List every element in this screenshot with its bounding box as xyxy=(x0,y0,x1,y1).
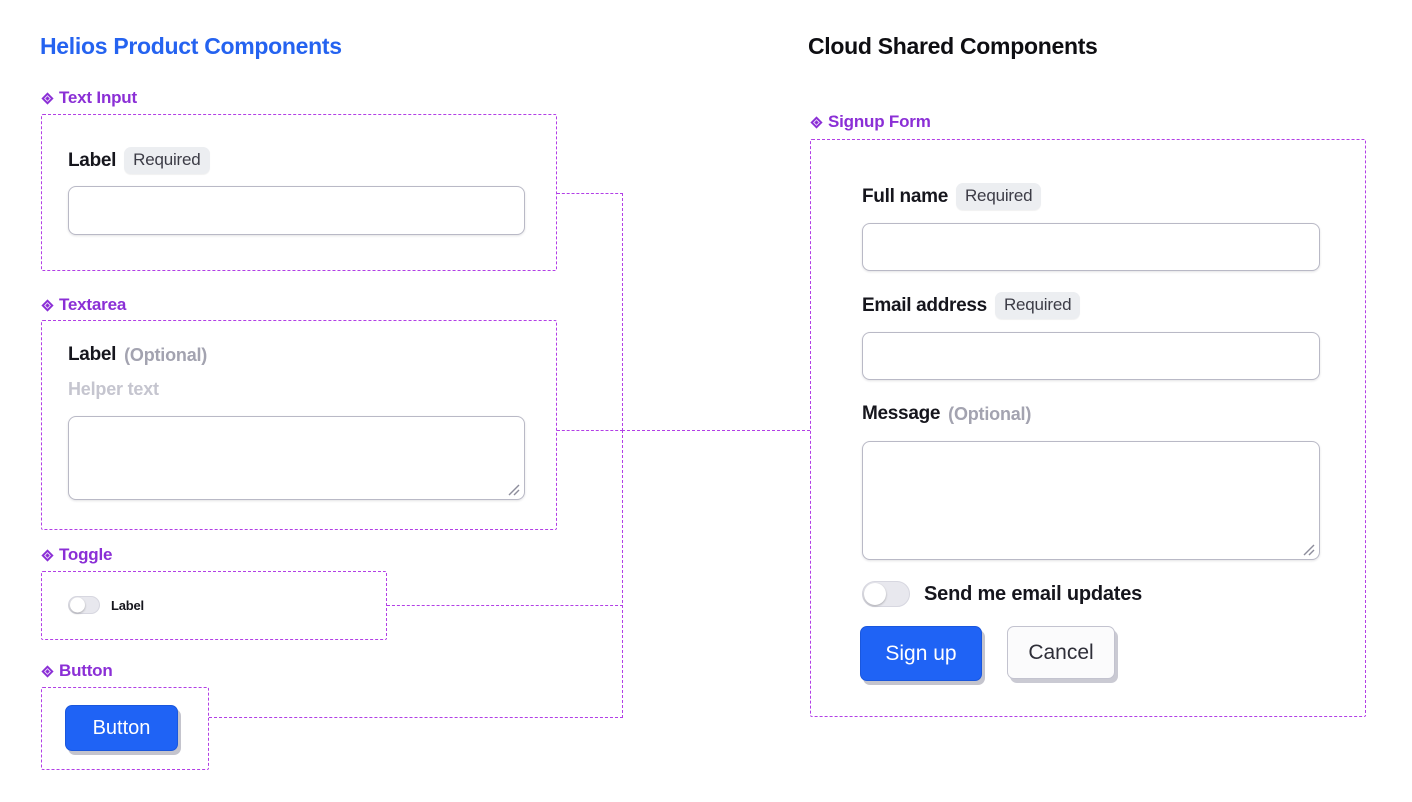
helper-text: Helper text xyxy=(68,379,159,399)
component-frame-signup-form xyxy=(810,139,1366,717)
field-label-row-email: Email address Required xyxy=(862,292,1081,319)
group-heading-button: Button xyxy=(41,661,113,681)
toggle-switch-email-updates[interactable] xyxy=(862,581,910,607)
connector-textarea-h xyxy=(557,430,623,431)
group-heading-label: Signup Form xyxy=(828,112,931,131)
connector-trunk-lower xyxy=(622,430,623,718)
toggle-row-email-updates[interactable]: Send me email updates xyxy=(862,581,1142,607)
field-label: Email address xyxy=(862,294,987,316)
field-label-row-message: Message (Optional) xyxy=(862,403,1031,425)
component-frame-textarea xyxy=(41,320,557,530)
field-label-row-textarea: Label (Optional) xyxy=(68,344,207,366)
connector-toggle-h xyxy=(387,605,623,606)
diamond-icon xyxy=(41,91,54,105)
optional-indicator: (Optional) xyxy=(124,344,208,365)
connector-text-input-h xyxy=(557,193,623,194)
group-heading-label: Text Input xyxy=(59,88,137,107)
toggle-label: Label xyxy=(111,597,144,613)
page-title-left: Helios Product Components xyxy=(40,33,342,59)
resize-handle-icon[interactable] xyxy=(506,482,520,496)
email-address-input[interactable] xyxy=(862,332,1320,380)
connector-to-right-panel xyxy=(622,430,810,431)
toggle-knob xyxy=(864,583,886,605)
component-frame-text-input xyxy=(41,114,557,271)
group-heading-toggle: Toggle xyxy=(41,545,112,565)
resize-handle-icon[interactable] xyxy=(1301,542,1315,556)
field-label-row-text-input: Label Required xyxy=(68,147,210,174)
text-input-field[interactable] xyxy=(68,186,525,235)
status-badge-required: Required xyxy=(124,147,210,174)
cancel-button[interactable]: Cancel xyxy=(1007,626,1115,679)
connector-button-h xyxy=(209,717,623,718)
page-title-right: Cloud Shared Components xyxy=(808,33,1098,59)
diamond-icon xyxy=(810,115,823,129)
group-heading-signup-form: Signup Form xyxy=(810,112,931,132)
status-badge-required: Required xyxy=(994,292,1081,319)
component-frame-toggle xyxy=(41,571,387,640)
field-label: Label xyxy=(68,149,117,171)
field-label: Label xyxy=(68,344,117,365)
group-heading-label: Toggle xyxy=(59,545,113,564)
field-label-row-full-name: Full name Required xyxy=(862,183,1042,210)
diamond-icon xyxy=(41,298,54,312)
group-heading-text-input: Text Input xyxy=(41,88,137,108)
toggle-label-email-updates: Send me email updates xyxy=(924,582,1143,605)
diamond-icon xyxy=(41,548,54,562)
toggle-knob xyxy=(70,597,85,613)
connector-trunk-upper xyxy=(622,193,623,431)
diamond-icon xyxy=(41,664,54,678)
toggle-row-left[interactable]: Label xyxy=(68,596,144,614)
message-textarea[interactable] xyxy=(862,441,1320,560)
field-label: Message xyxy=(862,403,941,424)
full-name-input[interactable] xyxy=(862,223,1320,271)
toggle-switch[interactable] xyxy=(68,596,100,614)
component-frame-button xyxy=(41,687,209,770)
group-heading-textarea: Textarea xyxy=(41,295,126,315)
group-heading-label: Button xyxy=(59,661,113,680)
status-badge-required: Required xyxy=(955,183,1042,210)
sign-up-button[interactable]: Sign up xyxy=(860,626,982,681)
group-heading-label: Textarea xyxy=(59,295,127,314)
field-label: Full name xyxy=(862,185,948,207)
textarea-field[interactable] xyxy=(68,416,525,500)
optional-indicator: (Optional) xyxy=(948,403,1032,424)
button-demo[interactable]: Button xyxy=(65,705,178,751)
